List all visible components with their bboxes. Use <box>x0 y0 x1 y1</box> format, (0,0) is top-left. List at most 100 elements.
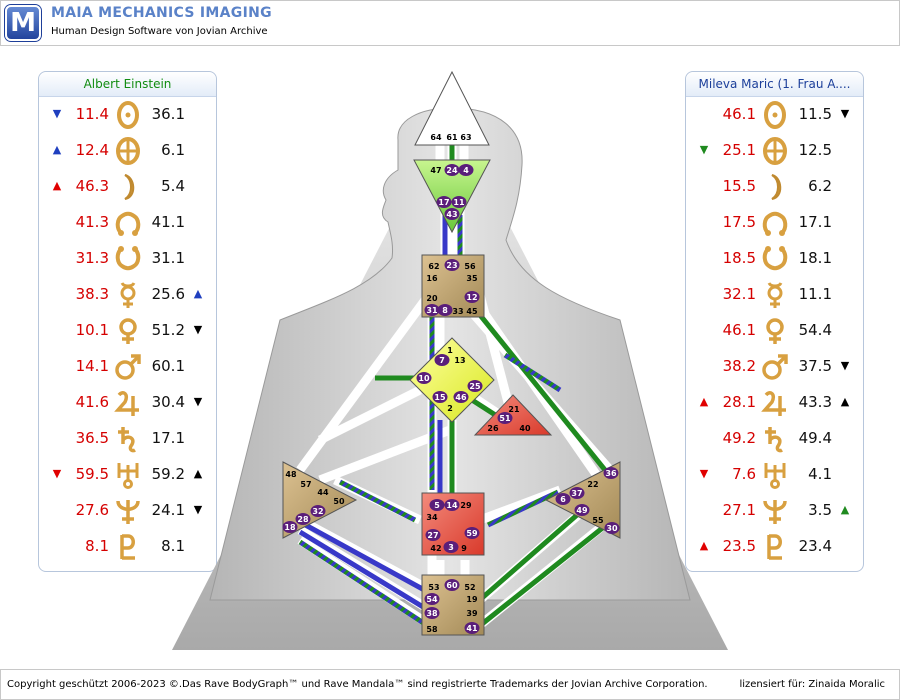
gate-3[interactable]: 3 <box>443 541 459 553</box>
gate-25[interactable]: 25 <box>467 380 483 392</box>
gate-10[interactable]: 10 <box>416 372 432 384</box>
gate-23[interactable]: 23 <box>444 259 460 271</box>
gate-62[interactable]: 62 <box>428 262 439 271</box>
gate-8[interactable]: 8 <box>437 304 453 316</box>
g-center[interactable] <box>409 337 495 423</box>
gate-64[interactable]: 64 <box>430 133 442 142</box>
gate-5[interactable]: 5 <box>429 499 445 511</box>
gate-60[interactable]: 60 <box>444 579 460 591</box>
gate-17[interactable]: 17 <box>436 196 452 208</box>
gate-57[interactable]: 57 <box>300 480 311 489</box>
gate-50[interactable]: 50 <box>333 497 345 506</box>
gate-43[interactable]: 43 <box>444 208 460 220</box>
gate-31[interactable]: 31 <box>424 304 440 316</box>
gate-29[interactable]: 29 <box>460 501 472 510</box>
gate-18[interactable]: 18 <box>282 521 298 533</box>
gate-59[interactable]: 59 <box>464 527 480 539</box>
gate-2[interactable]: 2 <box>447 404 453 413</box>
gate-42[interactable]: 42 <box>430 544 441 553</box>
gate-32[interactable]: 32 <box>310 505 326 517</box>
gate-7[interactable]: 7 <box>434 354 450 366</box>
gate-34[interactable]: 34 <box>426 513 438 522</box>
gate-6[interactable]: 6 <box>555 493 571 505</box>
left-person-name[interactable]: Albert Einstein <box>39 72 216 97</box>
gate-38[interactable]: 38 <box>424 607 440 619</box>
gate-52[interactable]: 52 <box>464 583 475 592</box>
design-value: 24.1 <box>151 501 185 519</box>
gate-16[interactable]: 16 <box>426 274 438 283</box>
gate-61[interactable]: 61 <box>446 133 458 142</box>
gate-33[interactable]: 33 <box>452 307 463 316</box>
gate-19[interactable]: 19 <box>466 595 478 604</box>
gate-55[interactable]: 55 <box>592 516 604 525</box>
gate-20[interactable]: 20 <box>426 294 438 303</box>
gate-39[interactable]: 39 <box>466 609 478 618</box>
gate-26[interactable]: 26 <box>487 424 499 433</box>
gate-48[interactable]: 48 <box>285 470 297 479</box>
gate-54[interactable]: 54 <box>424 593 440 605</box>
ajna-center[interactable] <box>413 159 491 234</box>
gate-58[interactable]: 58 <box>426 625 438 634</box>
gate-37[interactable]: 37 <box>569 487 585 499</box>
gate-51[interactable]: 51 <box>497 412 513 424</box>
gate-46[interactable]: 46 <box>453 391 469 403</box>
gate-44[interactable]: 44 <box>317 488 329 497</box>
gate-13[interactable]: 13 <box>454 356 465 365</box>
gate-45[interactable]: 45 <box>466 307 478 316</box>
gate-49[interactable]: 49 <box>574 504 590 516</box>
personality-value: 31.3 <box>75 249 109 267</box>
gate-11[interactable]: 11 <box>451 196 467 208</box>
gate-14[interactable]: 14 <box>444 499 460 511</box>
ego-center[interactable] <box>473 394 553 436</box>
gate-53[interactable]: 53 <box>428 583 439 592</box>
gate-9[interactable]: 9 <box>461 544 467 553</box>
gate-1[interactable]: 1 <box>447 346 453 355</box>
mars-icon <box>113 352 143 382</box>
gate-56[interactable]: 56 <box>464 262 476 271</box>
gate-35[interactable]: 35 <box>466 274 478 283</box>
solar-plexus-center[interactable] <box>544 461 621 539</box>
gate-47[interactable]: 47 <box>430 166 441 175</box>
gate-12[interactable]: 12 <box>464 291 480 303</box>
gate-63[interactable]: 63 <box>460 133 471 142</box>
gate-28[interactable]: 28 <box>295 513 311 525</box>
gate-40[interactable]: 40 <box>519 424 531 433</box>
gate-21[interactable]: 21 <box>508 405 520 414</box>
gate-22[interactable]: 22 <box>587 480 598 489</box>
gate-27[interactable]: 27 <box>425 529 441 541</box>
gate-30[interactable]: 30 <box>604 522 620 534</box>
gate-36[interactable]: 36 <box>603 467 619 479</box>
gate-4[interactable]: 4 <box>458 164 474 176</box>
gate-15[interactable]: 15 <box>432 391 448 403</box>
right-person-name[interactable]: Mileva Maric (1. Frau A.... <box>686 72 863 97</box>
gate-41[interactable]: 41 <box>464 622 480 634</box>
head-center[interactable] <box>414 70 490 146</box>
gate-24[interactable]: 24 <box>444 164 460 176</box>
